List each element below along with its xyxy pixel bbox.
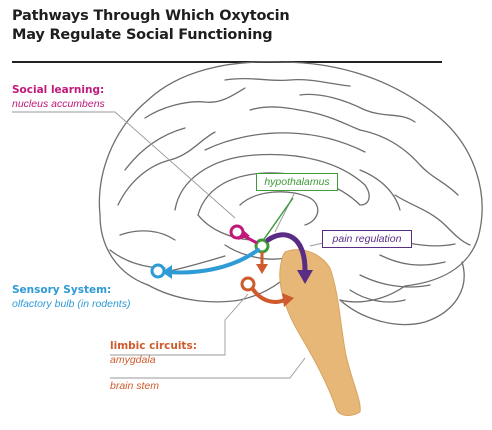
- limbic-circuits-label: limbic circuits: amygdala: [110, 339, 197, 367]
- cerebellum-outline: [340, 262, 464, 325]
- social-learning-label: Social learning: nucleus accumbens: [12, 83, 105, 111]
- pain-regulation-box: pain regulation: [322, 230, 412, 248]
- olfactory-bulb-node: [152, 265, 164, 277]
- social-learning-heading: Social learning:: [12, 83, 105, 97]
- nucleus-accumbens-node: [231, 226, 243, 238]
- amygdala-detail: amygdala: [110, 353, 197, 367]
- amygdala-node: [242, 278, 254, 290]
- brain-stem-label: brain stem: [110, 379, 159, 393]
- sensory-system-label: Sensory System: olfactory bulb (in roden…: [12, 283, 130, 311]
- sensory-system-heading: Sensory System:: [12, 283, 130, 297]
- sensory-system-arrow: [168, 250, 258, 272]
- hypothalamus-box: hypothalamus: [256, 173, 338, 191]
- brain-stem-detail: brain stem: [110, 379, 159, 393]
- social-learning-detail: nucleus accumbens: [12, 97, 105, 111]
- limbic-circuits-heading: limbic circuits:: [110, 339, 197, 353]
- brain-stem: [280, 250, 360, 416]
- sensory-system-detail: olfactory bulb (in rodents): [12, 297, 130, 311]
